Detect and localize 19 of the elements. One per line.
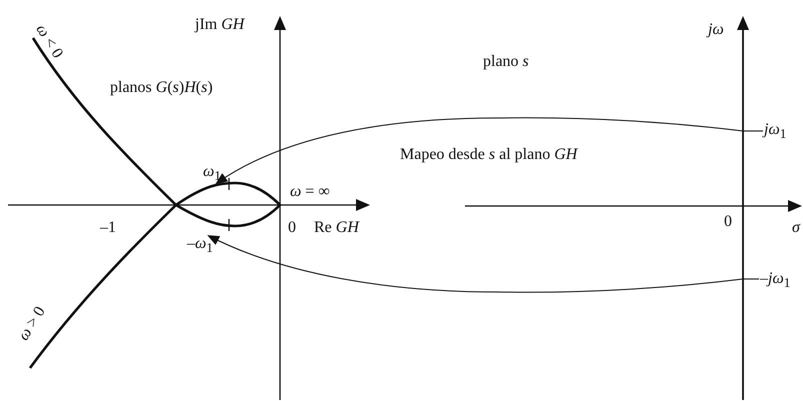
- mapping-caption: Mapeo desde s al plano GH: [400, 147, 578, 163]
- axis-label: σ: [792, 220, 800, 236]
- point-label: –jω$_{1}$: [760, 271, 790, 290]
- point-label: ω$_{1}$: [203, 164, 221, 183]
- frequency-label: ω = ∞: [290, 184, 330, 200]
- tick-label: –1: [100, 220, 116, 236]
- branch-label: ω > 0: [16, 304, 49, 344]
- mapping-arrow: [207, 235, 760, 293]
- axis-label: Re GH: [314, 220, 359, 236]
- point-label: jω$_{1}$: [764, 122, 786, 141]
- plane-label: planos G(s)H(s): [110, 80, 213, 96]
- tick-label: 0: [724, 214, 732, 230]
- axis-label: jIm GH: [195, 17, 244, 33]
- plane-label: plano s: [483, 54, 529, 70]
- point-label: –ω$_{1}$: [187, 236, 213, 255]
- mapping-arrow: [215, 117, 764, 184]
- axis-label: jω: [708, 22, 724, 38]
- branch-label: ω < 0: [32, 22, 66, 62]
- tick-label: 0: [288, 220, 296, 236]
